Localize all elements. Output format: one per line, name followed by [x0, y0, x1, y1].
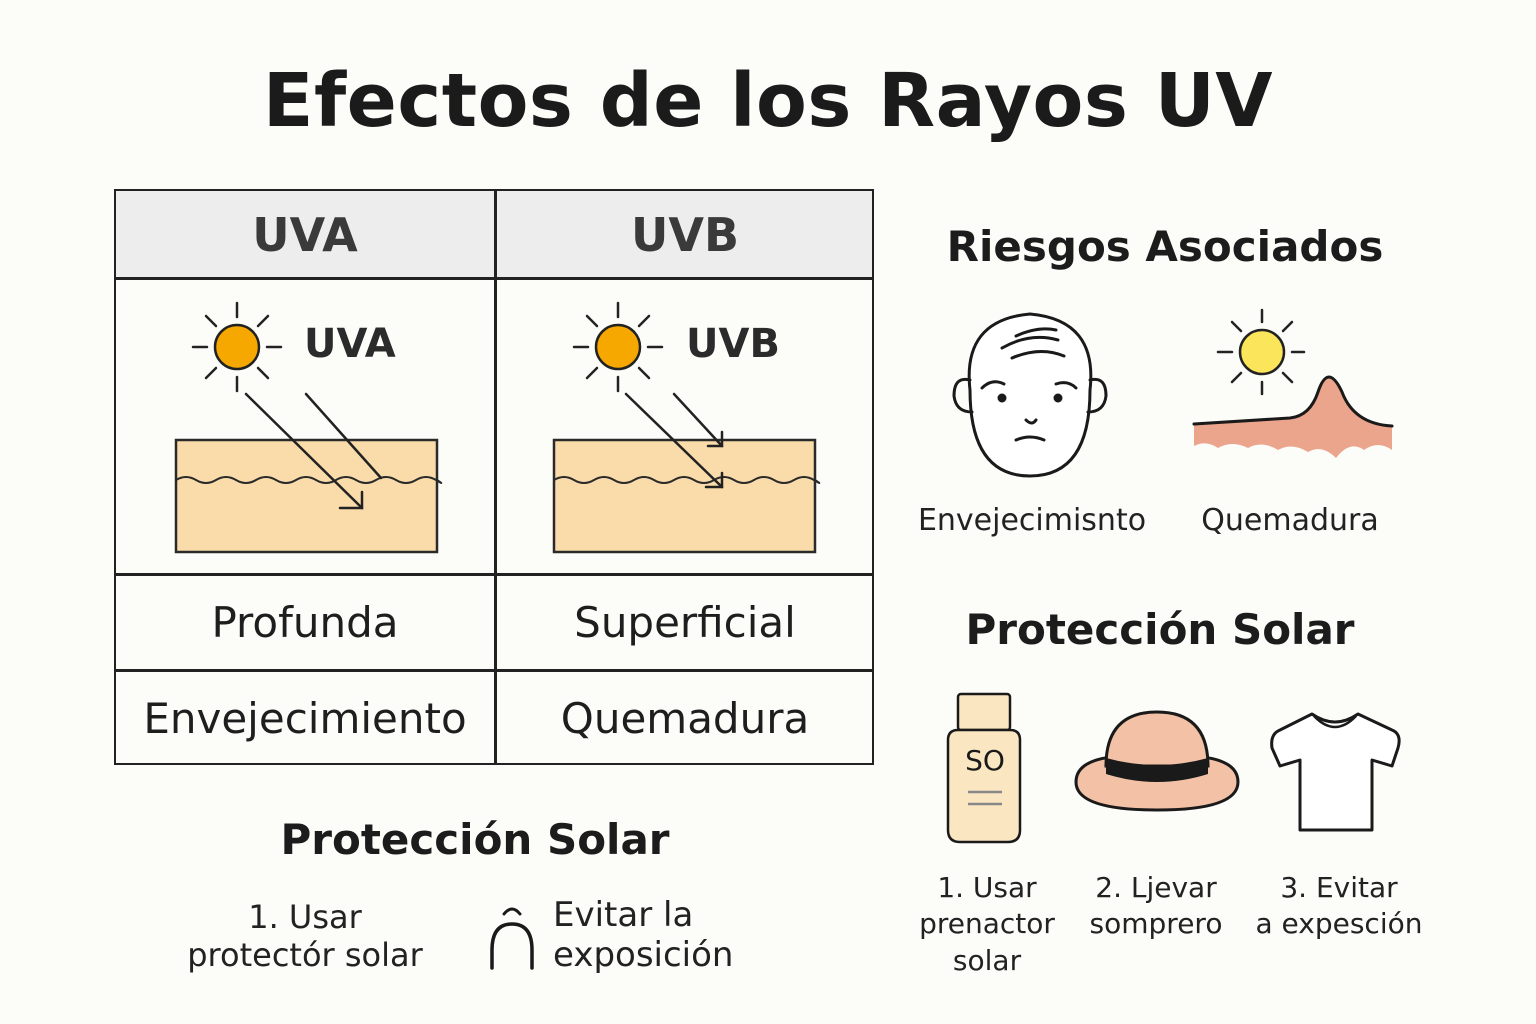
uva-diagram: UVA	[174, 301, 443, 554]
face-icon	[952, 312, 1108, 478]
bottle-label: SO	[965, 744, 1005, 777]
item-line: 1. Usar	[248, 898, 362, 936]
bottom-protection-heading: Protección Solar	[280, 815, 670, 864]
uv-comparison-table: UVA UVB UVA	[114, 189, 874, 765]
uva-ray-arrows	[244, 392, 383, 510]
item-line: Evitar la	[553, 895, 694, 935]
skin-layer	[174, 438, 439, 554]
protection-item-3: 3. Evitar a expesción	[1246, 870, 1432, 943]
uvb-diagram: UVB	[552, 301, 821, 554]
sunburn-icon	[1192, 308, 1394, 458]
uv-penetration-diagrams: UVA UVB	[174, 301, 821, 554]
table-divider	[116, 573, 872, 576]
sun-icon	[191, 301, 283, 393]
table-divider	[116, 669, 872, 672]
table-divider	[116, 277, 872, 280]
sunscreen-icon: SO	[946, 692, 1022, 844]
skin-wave	[175, 476, 443, 484]
sun-icon	[1216, 308, 1306, 396]
header-uva: UVA	[252, 208, 358, 262]
item-line: 2. Ljevar	[1095, 871, 1217, 904]
uva-penetration: Profunda	[211, 598, 399, 647]
uvb-diagram-label: UVB	[686, 321, 780, 367]
bottom-protection-item-2: Evitar la exposición	[553, 895, 793, 975]
item-line: exposición	[553, 935, 734, 976]
header-uvb: UVB	[630, 208, 739, 262]
uva-diagram-label: UVA	[304, 321, 396, 367]
item-line: prenactor	[919, 907, 1055, 941]
protection-item-1: 1. Usar prenactor solar	[905, 870, 1069, 979]
sun-icon	[572, 301, 664, 393]
risks-heading: Riesgos Asociados	[946, 222, 1384, 271]
arch-icon	[490, 907, 534, 970]
protection-heading: Protección Solar	[965, 605, 1355, 654]
table-column-divider	[494, 191, 497, 763]
item-line: solar	[952, 943, 1022, 977]
uvb-effect: Quemadura	[560, 693, 810, 743]
tshirt-icon	[1270, 712, 1401, 832]
bottom-protection-item-1: 1. Usar protectór solar	[160, 898, 450, 975]
uvb-penetration: Superficial	[574, 598, 796, 647]
item-line: somprero	[1089, 907, 1223, 941]
item-line: 1. Usar	[937, 871, 1037, 904]
uva-effect: Envejecimiento	[143, 693, 467, 743]
risk-label-burn: Quemadura	[1201, 503, 1379, 538]
hat-icon	[1074, 710, 1240, 812]
skin-wave	[553, 476, 821, 484]
risk-label-aging: Envejecimisnto	[917, 503, 1147, 538]
uvb-ray-arrows	[624, 392, 724, 489]
protection-item-2: 2. Ljevar somprero	[1074, 870, 1238, 943]
page-title: Efectos de los Rayos UV	[262, 58, 1274, 144]
item-line: 3. Evitar	[1280, 871, 1398, 904]
item-line: protectór solar	[187, 936, 423, 975]
item-line: a expesción	[1255, 907, 1423, 941]
skin-layer	[552, 438, 817, 554]
